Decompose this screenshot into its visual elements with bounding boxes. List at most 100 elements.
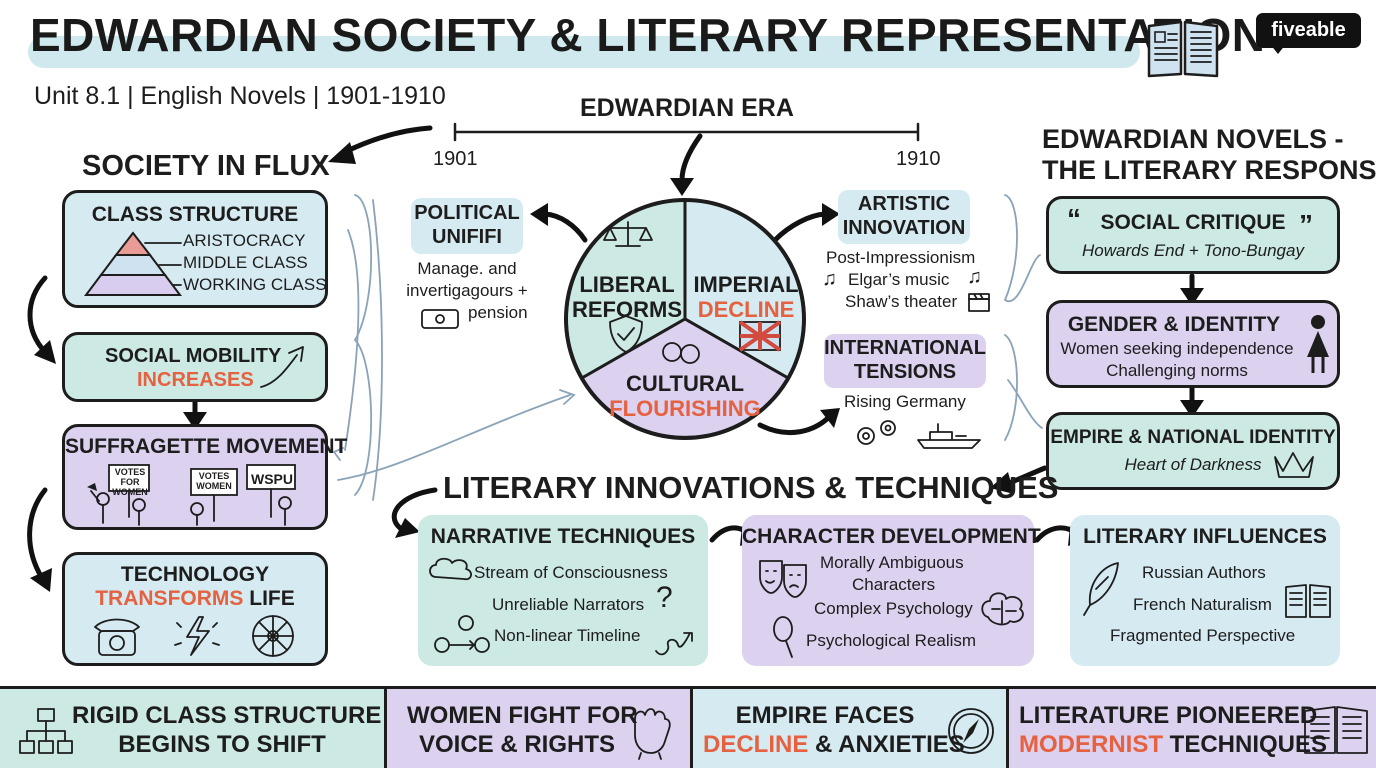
gender-identity-line2: Challenging norms — [1106, 361, 1248, 380]
artistic-card: ARTISTIC INNOVATION — [838, 190, 970, 244]
era-pie — [564, 198, 806, 440]
narrative-item-stream: Stream of Consciousness — [474, 563, 668, 582]
social-critique-title: SOCIAL CRITIQUE — [1100, 211, 1286, 234]
summary-empire-decline: DECLINE — [703, 731, 809, 758]
timeline-end-year: 1910 — [896, 148, 941, 170]
class-pyramid-icon — [84, 231, 182, 296]
quill-icon — [1083, 562, 1119, 616]
imperial-line1: IMPERIAL — [693, 272, 799, 297]
logo-tail — [1270, 44, 1286, 54]
artistic-item-elgar: Elgar’s music — [848, 270, 950, 289]
influence-item-fragmented: Fragmented Perspective — [1110, 626, 1296, 645]
narrative-card: NARRATIVE TECHNIQUES Stream of Conscious… — [418, 515, 708, 666]
summary-literature-text: LITERATURE PIONEERED MODERNIST TECHNIQUE… — [1019, 701, 1327, 759]
music-note-icon: ♫ — [822, 268, 837, 290]
crown-icon — [1274, 452, 1314, 478]
technology-line1: TECHNOLOGY — [120, 563, 270, 586]
timeline-clocks-icon — [434, 615, 490, 653]
artistic-item-post-impressionism: Post-Impressionism — [826, 248, 976, 267]
compass-icon — [948, 708, 994, 754]
empire-identity-title: EMPIRE & NATIONAL IDENTITY — [1050, 427, 1336, 448]
open-book-icon — [1147, 20, 1219, 78]
banknote-icon — [421, 309, 459, 329]
quote-close-icon: ” — [1299, 209, 1313, 240]
thought-cloud-icon — [429, 557, 472, 581]
narrative-item-nonlinear: Non-linear Timeline — [494, 626, 641, 645]
social-critique-sub: Howards End + Tono-Bungay — [1082, 241, 1304, 260]
class-level-working: WORKING CLASS — [183, 275, 327, 294]
artistic-title-line1: ARTISTIC — [857, 193, 951, 215]
class-structure-card: CLASS STRUCTURE ARISTOCRACY MIDDLE CLASS… — [62, 190, 328, 308]
summary-empire-text: EMPIRE FACES DECLINE & ANXIETIES — [703, 701, 965, 759]
wheel-icon — [252, 615, 294, 657]
clapperboard-icon — [968, 293, 990, 312]
rising-arrow-icon — [260, 346, 304, 388]
summary-literature-line1: LITERATURE PIONEERED — [1019, 702, 1318, 729]
imperial-decline-label: IMPERIAL DECLINE — [690, 272, 802, 322]
summary-empire-anxieties: & ANXIETIES — [815, 731, 965, 758]
character-item-morally: Morally Ambiguous — [820, 553, 964, 572]
artistic-title-line2: INNOVATION — [842, 217, 966, 239]
imperial-line2: DECLINE — [697, 297, 795, 322]
international-title-line2: TENSIONS — [853, 361, 957, 383]
suffragette-title: SUFFRAGETTE MOVEMENT — [65, 435, 348, 458]
technology-card: TECHNOLOGY TRANSFORMS LIFE — [62, 552, 328, 666]
open-book-small-icon — [1304, 706, 1368, 754]
technology-line2: TRANSFORMS LIFE — [65, 587, 325, 611]
lightning-icon — [174, 616, 220, 656]
international-card: INTERNATIONAL TENSIONS — [824, 334, 986, 388]
timeline-label: EDWARDIAN ERA — [580, 94, 794, 122]
liberal-reforms-label: LIBERAL REFORMS — [572, 272, 682, 322]
summary-women-text: WOMEN FIGHT FOR VOICE & RIGHTS — [407, 701, 638, 759]
technology-line2-transforms: TRANSFORMS — [95, 587, 244, 610]
summary-cell-empire: EMPIRE FACES DECLINE & ANXIETIES — [690, 686, 1006, 768]
cultural-line2: FLOURISHING — [609, 396, 761, 421]
liberal-line1: LIBERAL — [579, 272, 675, 297]
summary-empire-line1: EMPIRE FACES — [735, 702, 915, 729]
political-title-line1: POLITICAL — [414, 202, 520, 224]
summary-class-line2: BEGINS TO SHIFT — [118, 731, 326, 758]
political-card: POLITICAL UNIFIFI — [411, 198, 523, 254]
society-heading: SOCIETY IN FLUX — [82, 150, 330, 182]
summary-cell-literature: LITERATURE PIONEERED MODERNIST TECHNIQUE… — [1006, 686, 1376, 768]
summary-cell-class: RIGID CLASS STRUCTURE BEGINS TO SHIFT — [0, 686, 384, 768]
international-title-line1: INTERNATIONAL — [824, 337, 986, 359]
brain-icon — [981, 592, 1024, 626]
magnifying-glass-icon — [773, 616, 793, 658]
sign-votes-women: VOTES WOMEN — [196, 471, 232, 491]
cultural-flourishing-label: CULTURAL FLOURISHING — [600, 371, 770, 421]
theater-masks-icon — [759, 560, 807, 598]
character-title: CHARACTER DEVELOPMENT — [742, 525, 1041, 548]
empire-identity-sub: Heart of Darkness — [1124, 455, 1262, 474]
book-icon — [1285, 584, 1331, 618]
character-item-realism: Psychological Realism — [806, 631, 977, 650]
woman-icon — [1307, 315, 1329, 373]
social-mobility-card: SOCIAL MOBILITY INCREASES — [62, 332, 328, 402]
social-critique-card: “ ” SOCIAL CRITIQUE Howards End + Tono-B… — [1046, 196, 1340, 274]
gears-and-battleship-icon — [857, 420, 981, 449]
summary-literature-techniques: TECHNIQUES — [1169, 731, 1328, 758]
class-level-middle: MIDDLE CLASS — [183, 253, 308, 272]
influences-card: LITERARY INFLUENCES Russian Authors Fren… — [1070, 515, 1340, 666]
political-desc-line1: Manage. and — [417, 259, 517, 278]
artistic-item-shaw: Shaw’s theater — [845, 292, 958, 311]
character-item-characters: Characters — [852, 575, 936, 594]
gender-identity-line1: Women seeking independence — [1060, 339, 1294, 358]
narrative-title: NARRATIVE TECHNIQUES — [430, 525, 696, 548]
hierarchy-icon — [19, 708, 73, 754]
character-item-complex: Complex Psychology — [814, 599, 973, 618]
novels-heading-line2: THE LITERARY RESPONSE — [1042, 155, 1376, 185]
influences-title: LITERARY INFLUENCES — [1083, 525, 1327, 548]
class-structure-title: CLASS STRUCTURE — [91, 203, 299, 226]
page-subtitle: Unit 8.1 | English Novels | 1901-1910 — [34, 82, 446, 110]
novels-heading: EDWARDIAN NOVELS - THE LITERARY RESPONSE — [1042, 124, 1376, 186]
suffragette-card: SUFFRAGETTE MOVEMENT VOTES FOR WOMEN VOT… — [62, 424, 348, 530]
political-desc-line2: invertigagours + — [406, 281, 528, 300]
international-desc: Rising Germany — [844, 392, 966, 411]
summary-women-line1: WOMEN FIGHT FOR — [407, 702, 638, 729]
title-highlight — [28, 36, 1140, 68]
question-mark-icon: ? — [656, 581, 673, 614]
summary-literature-modernist: MODERNIST — [1019, 731, 1163, 758]
protest-signs-icon — [87, 464, 296, 526]
